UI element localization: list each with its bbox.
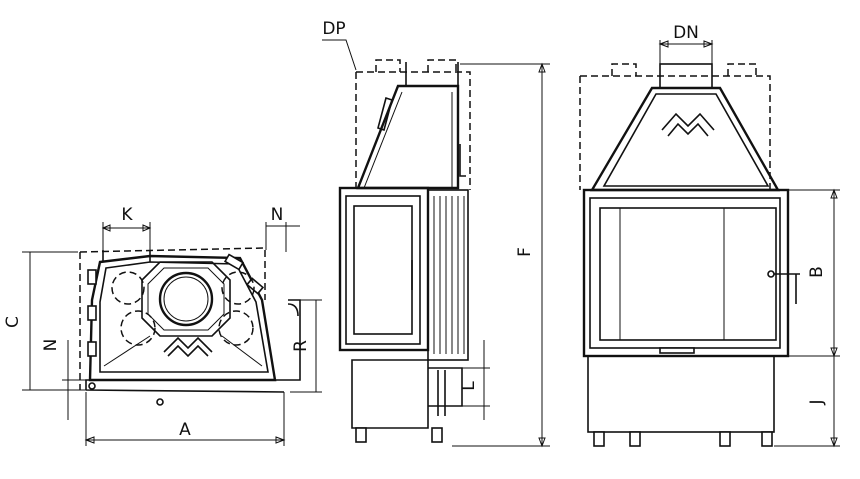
label-c: C	[3, 316, 23, 328]
top-view-tab-1	[87, 269, 97, 285]
dim-f-line	[452, 63, 550, 447]
dim-l-line	[462, 340, 490, 420]
front-view	[579, 40, 840, 448]
dim-b-arrows	[830, 188, 838, 358]
side-view-flue	[405, 62, 459, 87]
front-view-glass-lines	[619, 208, 725, 340]
front-view-top-tabs	[611, 63, 757, 76]
label-k: K	[121, 205, 133, 225]
side-view-hood-tab	[377, 96, 393, 132]
side-view-base	[351, 359, 429, 429]
label-j: J	[807, 399, 827, 405]
top-view-tab-2	[87, 305, 97, 321]
top-view-air-circle-4	[218, 310, 254, 346]
side-view-foot-2	[431, 427, 443, 443]
top-view-body	[88, 254, 277, 382]
top-view-air-circle-1	[111, 271, 145, 305]
front-view-base	[587, 355, 775, 433]
dim-n-top-line	[265, 222, 300, 252]
top-view-flue-circle-inner	[163, 276, 209, 322]
label-a: A	[179, 420, 191, 440]
top-view-flue-circle	[158, 271, 214, 327]
label-dn: DN	[673, 23, 699, 43]
top-view-air-circle-2	[120, 310, 156, 346]
label-n-top: N	[271, 205, 284, 225]
dim-a-line	[85, 392, 285, 446]
front-view-foot-3	[719, 431, 731, 447]
label-r: R	[291, 340, 311, 352]
dim-c-line	[22, 251, 90, 391]
side-view-hood-bracket	[459, 144, 466, 177]
top-view-tab-4	[223, 253, 245, 271]
label-b: B	[807, 266, 827, 278]
top-view-tab-3	[87, 341, 97, 357]
front-view-frame-inner	[589, 197, 781, 349]
side-view-top-tabs	[375, 59, 457, 72]
top-view-logo	[163, 336, 213, 358]
top-view-air-circle-3	[221, 271, 255, 305]
front-view-handle	[768, 273, 800, 304]
side-view-foot-1	[355, 427, 367, 443]
top-view-octagon	[141, 261, 231, 337]
top-view-handle	[287, 303, 299, 317]
front-view-handle-pivot	[767, 270, 775, 278]
top-view-diagonals	[103, 335, 263, 367]
front-view-envelope	[579, 75, 771, 190]
front-view-hood-inner	[602, 93, 770, 187]
side-view-hood	[356, 84, 460, 190]
dim-n-left-line	[62, 340, 88, 420]
top-view-inner-body	[99, 261, 269, 373]
side-view-envelope	[355, 71, 471, 190]
dim-j-arrow	[830, 437, 838, 448]
front-view-logo	[661, 112, 715, 137]
dim-b-line	[786, 189, 840, 357]
label-f: F	[515, 247, 535, 257]
side-view-panel	[427, 189, 469, 361]
top-view-knob	[156, 398, 164, 406]
front-view-foot-1	[593, 431, 605, 447]
side-view-frame-inner	[345, 195, 421, 345]
dim-a-arrows	[84, 436, 286, 444]
top-view-envelope	[79, 247, 266, 390]
front-view-hood	[589, 86, 781, 192]
front-view-glass	[599, 207, 777, 341]
side-view-hood-inner	[363, 91, 453, 189]
label-l: L	[459, 381, 479, 391]
side-view-panel-ribs	[433, 196, 465, 354]
side-view-ash-lines	[437, 370, 446, 416]
dim-k-arrows	[101, 224, 152, 232]
front-view-foot-2	[629, 431, 641, 447]
top-view-pin	[88, 382, 96, 390]
top-view-tab-5	[245, 277, 265, 295]
front-view-vent	[659, 347, 695, 354]
label-dp: DP	[322, 19, 345, 39]
front-view-foot-4	[761, 431, 773, 447]
dim-f-arrows	[538, 62, 546, 448]
top-view	[22, 222, 322, 446]
dim-dp-leader	[322, 39, 357, 71]
front-view-frame	[582, 188, 790, 358]
label-n-left: N	[41, 339, 61, 352]
dim-j-line	[774, 356, 840, 447]
side-view-glass	[353, 205, 413, 335]
dim-dn-arrows	[658, 40, 714, 48]
top-view-base-plate	[85, 299, 301, 393]
side-view	[322, 39, 550, 448]
top-view-octagon-inner	[147, 267, 225, 331]
dim-r-line	[290, 299, 322, 393]
